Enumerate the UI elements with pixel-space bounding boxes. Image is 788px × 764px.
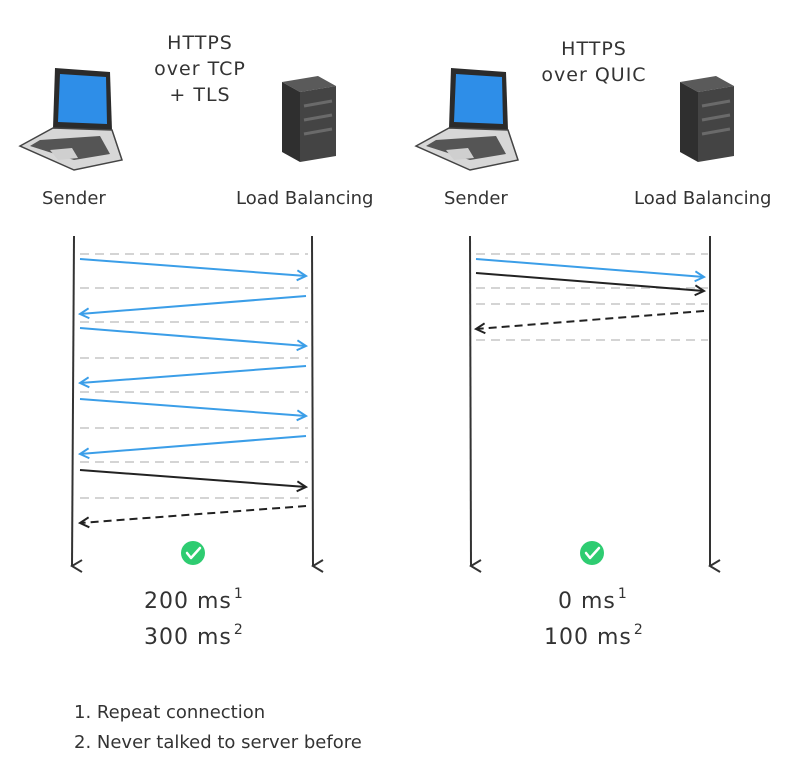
handshake-arrow-to-server [79,258,306,276]
left-title-line-1: HTTPS [167,32,233,54]
footnote-1: 1. Repeat connection [74,702,266,723]
laptop-icon [414,68,519,171]
footnote-2: 2. Never talked to server before [74,732,362,753]
footnote-ref: 1 [233,586,244,602]
right-sender-lifeline [469,235,482,573]
data-request-arrow [475,272,704,291]
right-latency-new-value: 100 ms [544,625,632,650]
check-circle-icon [580,541,604,565]
server-icon [680,76,734,162]
handshake-arrow-to-server [475,258,704,277]
handshake-arrow-to-sender [80,435,307,454]
right-latency-repeat-value: 0 ms [558,589,616,614]
data-response-arrow [80,505,307,523]
server-icon [282,76,336,162]
left-title-line-3: + TLS [169,84,231,106]
left-panel-title: HTTPS over TCP + TLS [120,30,280,108]
right-title-line-1: HTTPS [561,38,627,60]
handshake-arrow-to-server [79,327,306,346]
data-response-arrow [476,310,705,329]
right-receiver-label: Load Balancing [634,188,772,209]
left-sender-lifeline [70,235,83,573]
right-grid-lines [476,253,708,341]
handshake-arrow-to-sender [80,365,307,383]
footnote-ref: 1 [617,586,628,602]
check-circle-icon [181,541,205,565]
laptop-icon [18,68,123,171]
footnote-ref: 2 [233,622,244,638]
footnote-ref: 2 [633,622,644,638]
right-panel-title: HTTPS over QUIC [514,36,674,88]
left-sender-label: Sender [42,188,106,209]
left-grid-lines [80,253,308,499]
right-sender-label: Sender [444,188,508,209]
left-receiver-lifeline [311,235,324,573]
left-title-line-2: over TCP [154,58,246,80]
handshake-arrow-to-sender [80,295,307,314]
left-latency-new-value: 300 ms [144,625,232,650]
data-request-arrow [79,469,306,487]
handshake-arrow-to-server [79,398,306,416]
right-title-line-2: over QUIC [541,64,647,86]
left-receiver-label: Load Balancing [236,188,374,209]
left-latency-repeat-value: 200 ms [144,589,232,614]
